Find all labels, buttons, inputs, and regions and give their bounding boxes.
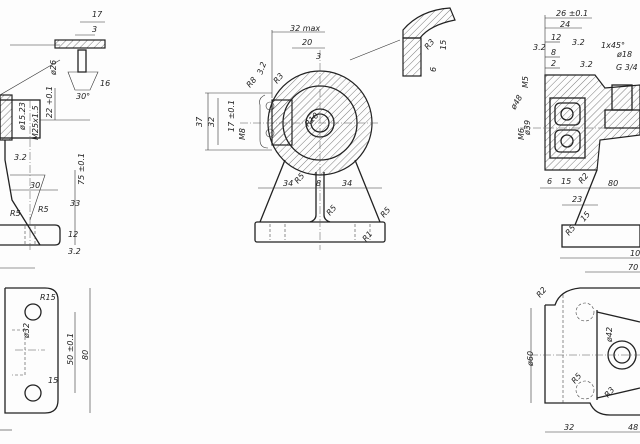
dim: R3	[272, 71, 286, 85]
dim: 26 ±0.1	[556, 9, 588, 18]
dim: ø18	[616, 50, 632, 59]
dim: R3	[603, 385, 617, 399]
dim: 80	[608, 179, 618, 188]
dim: 37	[195, 116, 204, 127]
left-plan-view: R15 ø32 50 ±0.1 80 15	[0, 267, 91, 431]
dim: 6	[429, 67, 438, 72]
dim: M8	[238, 128, 247, 140]
dim: 22 +0.1	[45, 86, 54, 118]
dim: 1x45°	[601, 41, 625, 50]
dim: 34	[342, 179, 352, 188]
dim: 75 ±0.1	[77, 153, 86, 185]
dim: 30	[30, 181, 40, 190]
dim: R3	[423, 37, 437, 51]
dim: 24	[560, 20, 570, 29]
dim: 30°	[76, 92, 90, 101]
dim: ø15.23	[18, 102, 27, 131]
dim: ø60	[526, 351, 535, 367]
dim: 3.2	[572, 38, 585, 47]
right-section-view	[520, 15, 640, 248]
dim: R8	[245, 75, 259, 89]
dim: R5	[570, 371, 584, 385]
dim: 100	[630, 249, 640, 258]
dim: M6	[517, 128, 526, 140]
dim: 3	[316, 52, 321, 61]
dim: R1	[361, 229, 375, 243]
dim: G 3/4	[616, 63, 638, 72]
dim: 32	[564, 423, 574, 432]
dim: 3.2	[68, 247, 81, 256]
dim: 3.2	[255, 61, 268, 76]
dim: 50 ±0.1	[66, 333, 75, 365]
dim: R5	[293, 171, 307, 185]
dim: R2	[577, 171, 591, 185]
dim: R2	[535, 285, 549, 299]
dim: ø32	[22, 323, 31, 339]
dim: R15	[40, 293, 56, 302]
dim: R5	[325, 203, 339, 217]
dim: R5	[10, 209, 21, 218]
dim: 2	[551, 59, 556, 68]
left-front-view	[0, 21, 106, 250]
dim: 8	[551, 48, 556, 57]
dim: 6	[547, 177, 552, 186]
dim: 15	[439, 40, 448, 50]
dim: 48	[628, 423, 638, 432]
right-plan-view: 100 70 R2 ø60 ø42 R5 R3 32 48	[526, 249, 640, 433]
dim: 3.2	[14, 153, 27, 162]
dim: 32	[207, 117, 216, 127]
dim: 70	[628, 263, 638, 272]
dim: R5	[38, 205, 49, 214]
dim: ø39	[523, 120, 532, 136]
dim: R5	[379, 205, 393, 219]
dim: 3.2	[533, 43, 546, 52]
dim: 17	[92, 10, 103, 19]
dim: M5	[521, 76, 530, 88]
dim: ø42	[605, 327, 614, 343]
dim: 15	[48, 376, 58, 385]
dim: 3	[92, 25, 97, 34]
dim: M25x1.5	[31, 105, 40, 140]
dim: 8	[316, 179, 321, 188]
dim: ø26	[49, 60, 58, 76]
dim: 23	[572, 195, 582, 204]
left-view-dims: 17 3 ø26 30° 16 22 +0.1 M25x1.5 ø15.23 3…	[10, 10, 110, 256]
dim: 17 ±0.1	[227, 100, 236, 132]
dim: 32 max	[290, 24, 320, 33]
dim: 16	[100, 79, 110, 88]
dim: 12	[551, 33, 561, 42]
dim: 12	[68, 230, 78, 239]
dim: 34	[283, 179, 293, 188]
dim: 15	[561, 177, 571, 186]
middle-front-view	[205, 7, 456, 250]
dim: 20	[302, 38, 312, 47]
dim: 80	[81, 350, 90, 360]
dim: ø48	[508, 93, 524, 111]
dim: 33	[70, 199, 80, 208]
dim: 3.2	[580, 60, 593, 69]
